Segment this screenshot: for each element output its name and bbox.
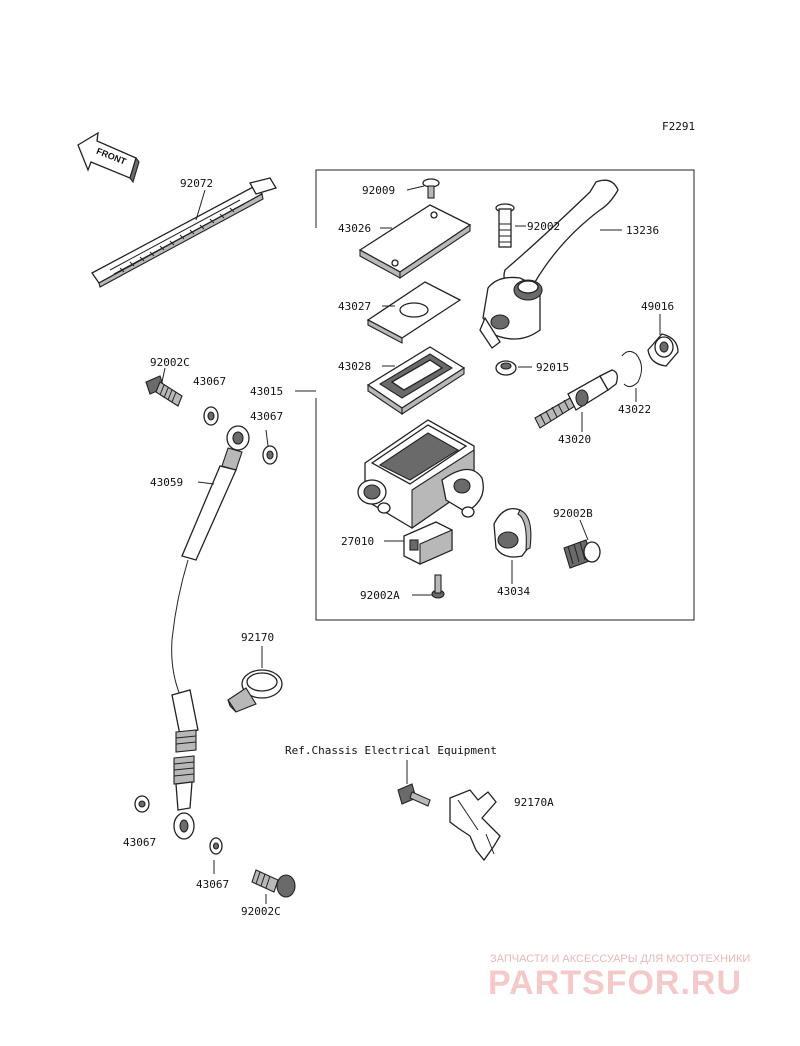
handlebar-clamp — [493, 507, 532, 558]
screw-92009 — [422, 178, 440, 199]
assembly-frame — [315, 169, 695, 621]
label-43067-c: 43067 — [123, 836, 156, 849]
washer-1 — [203, 406, 219, 426]
label-92002: 92002 — [527, 220, 560, 233]
clamp-bolt-92002b — [563, 539, 601, 569]
label-43067-b: 43067 — [250, 410, 283, 423]
label-92002c-top: 92002C — [150, 356, 190, 369]
label-43067-d: 43067 — [196, 878, 229, 891]
bracket-92170a — [397, 783, 501, 862]
label-92015: 92015 — [536, 361, 569, 374]
label-92170a: 92170A — [514, 796, 554, 809]
brake-hose — [171, 425, 250, 840]
switch-screw-92002a — [431, 574, 445, 599]
reservoir-cap — [358, 204, 472, 280]
label-92009: 92009 — [362, 184, 395, 197]
figure-code: F2291 — [662, 120, 695, 133]
cable-tie — [91, 177, 277, 288]
label-43027: 43027 — [338, 300, 371, 313]
washer-4 — [209, 837, 223, 855]
watermark-logo: PARTSFOR.RU — [488, 964, 742, 1002]
watermark-tagline: ЗАПЧАСТИ И АКСЕССУАРЫ ДЛЯ МОТОТЕХНИКИ — [490, 953, 750, 965]
label-43059: 43059 — [150, 476, 183, 489]
label-43034: 43034 — [497, 585, 530, 598]
label-43028: 43028 — [338, 360, 371, 373]
dust-boot — [647, 333, 679, 367]
label-13236: 13236 — [626, 224, 659, 237]
nut-92015 — [495, 360, 517, 376]
label-27010: 27010 — [341, 535, 374, 548]
washer-3 — [134, 795, 150, 813]
label-43067-a: 43067 — [193, 375, 226, 388]
diaphragm-plate — [366, 281, 462, 344]
master-cylinder-body — [357, 419, 484, 530]
circlip — [621, 350, 642, 388]
label-43022: 43022 — [618, 403, 651, 416]
label-92002a: 92002A — [360, 589, 400, 602]
reference-note: Ref.Chassis Electrical Equipment — [285, 744, 497, 757]
label-92002c-bottom: 92002C — [241, 905, 281, 918]
brake-light-switch — [403, 521, 453, 565]
front-arrow-icon: FRONT — [77, 131, 140, 184]
rubber-diaphragm — [366, 346, 466, 416]
banjo-bolt-lower — [251, 869, 296, 898]
brake-lever — [479, 179, 619, 349]
label-49016: 49016 — [641, 300, 674, 313]
label-43015: 43015 — [250, 385, 283, 398]
washer-2 — [262, 445, 278, 465]
label-43026: 43026 — [338, 222, 371, 235]
label-92002b: 92002B — [553, 507, 593, 520]
pivot-bolt-92002 — [495, 203, 515, 248]
label-43020: 43020 — [558, 433, 591, 446]
banjo-bolt-upper — [145, 375, 183, 407]
label-92170: 92170 — [241, 631, 274, 644]
hose-clamp-92170 — [227, 669, 283, 713]
label-92072: 92072 — [180, 177, 213, 190]
piston-assembly — [534, 369, 618, 429]
